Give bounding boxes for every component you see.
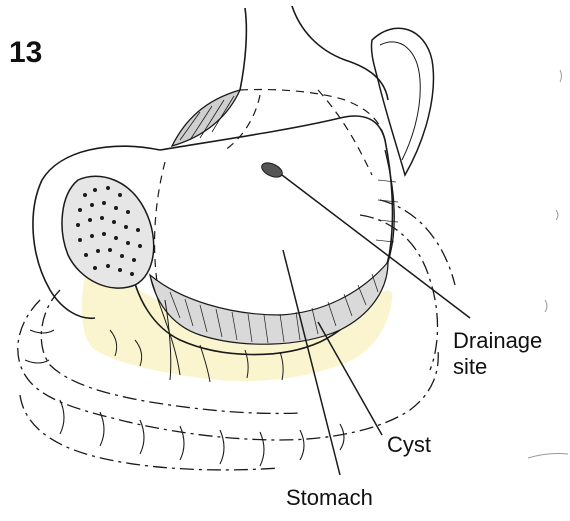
spleen [371,28,433,175]
esophagus [240,6,388,100]
drainage-site-marker [259,160,284,180]
label-stomach: Stomach [286,485,373,511]
label-drainage-line2: site [453,354,542,380]
faint-margin-marks [528,70,568,458]
figure-number: 13 [9,38,42,68]
label-drainage-line1: Drainage [453,328,542,354]
label-drainage-site: Drainage site [453,328,542,380]
label-cyst: Cyst [387,432,431,458]
pancreas-head [62,176,154,288]
